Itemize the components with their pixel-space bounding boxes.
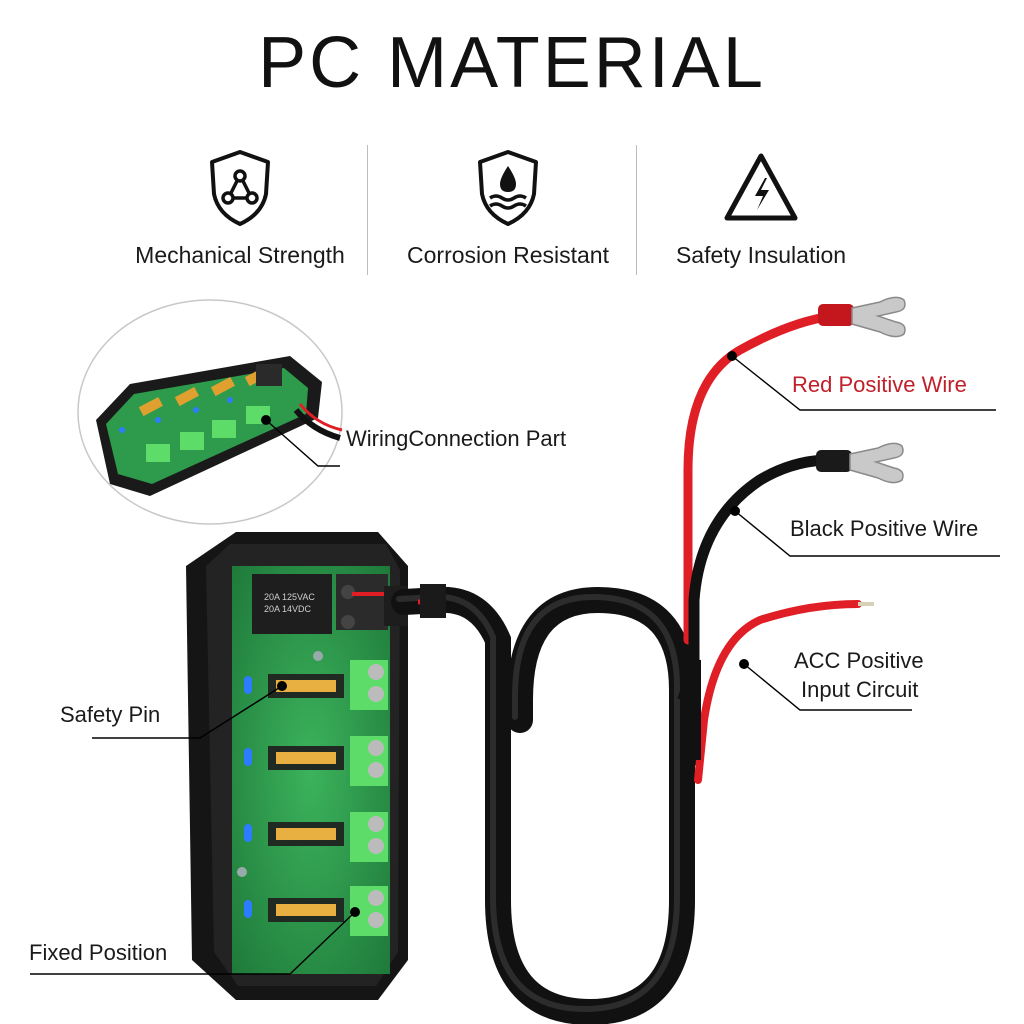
callout-red-positive-wire: Red Positive Wire <box>792 372 967 397</box>
shield-network-icon <box>210 150 270 226</box>
wiring-connection-inset <box>77 299 343 525</box>
feature-mechanical-strength: Mechanical Strength <box>110 148 370 278</box>
feature-label: Safety Insulation <box>675 242 847 268</box>
callout-acc-positive-line1: ACC Positive <box>794 648 924 673</box>
branch-wires <box>677 311 874 784</box>
feature-corrosion-resistant: Corrosion Resistant <box>378 148 638 278</box>
relay-rating-2: 20A 14VDC <box>264 604 312 614</box>
shield-water-drop-icon <box>478 150 538 226</box>
feature-safety-insulation: Safety Insulation <box>640 148 882 278</box>
callout-dots <box>277 351 749 917</box>
callout-wiring-connection: WiringConnection Part <box>346 426 567 451</box>
high-voltage-warning-icon <box>724 153 798 221</box>
relay-rating-1: 20A 125VAC <box>264 592 315 602</box>
callout-leaders <box>30 355 1000 975</box>
callout-safety-pin: Safety Pin <box>60 702 161 727</box>
feature-label: Corrosion Resistant <box>407 242 609 268</box>
fuse-slot <box>244 886 388 936</box>
page-title: PC MATERIAL <box>258 23 766 103</box>
fork-terminal-black <box>816 442 904 484</box>
feature-divider <box>636 145 637 275</box>
fork-terminal-red <box>818 296 906 338</box>
callout-black-positive-wire: Black Positive Wire <box>790 516 979 541</box>
callout-acc-positive-line2: Input Circuit <box>801 677 919 702</box>
fuse-slot <box>244 812 388 862</box>
callout-fixed-position: Fixed Position <box>29 940 168 965</box>
main-cable <box>391 584 695 1024</box>
feature-divider <box>367 145 368 275</box>
fuse-slot <box>244 736 388 786</box>
feature-label: Mechanical Strength <box>135 242 345 268</box>
fuse-box: 20A 125VAC 20A 14VDC <box>186 532 408 1000</box>
